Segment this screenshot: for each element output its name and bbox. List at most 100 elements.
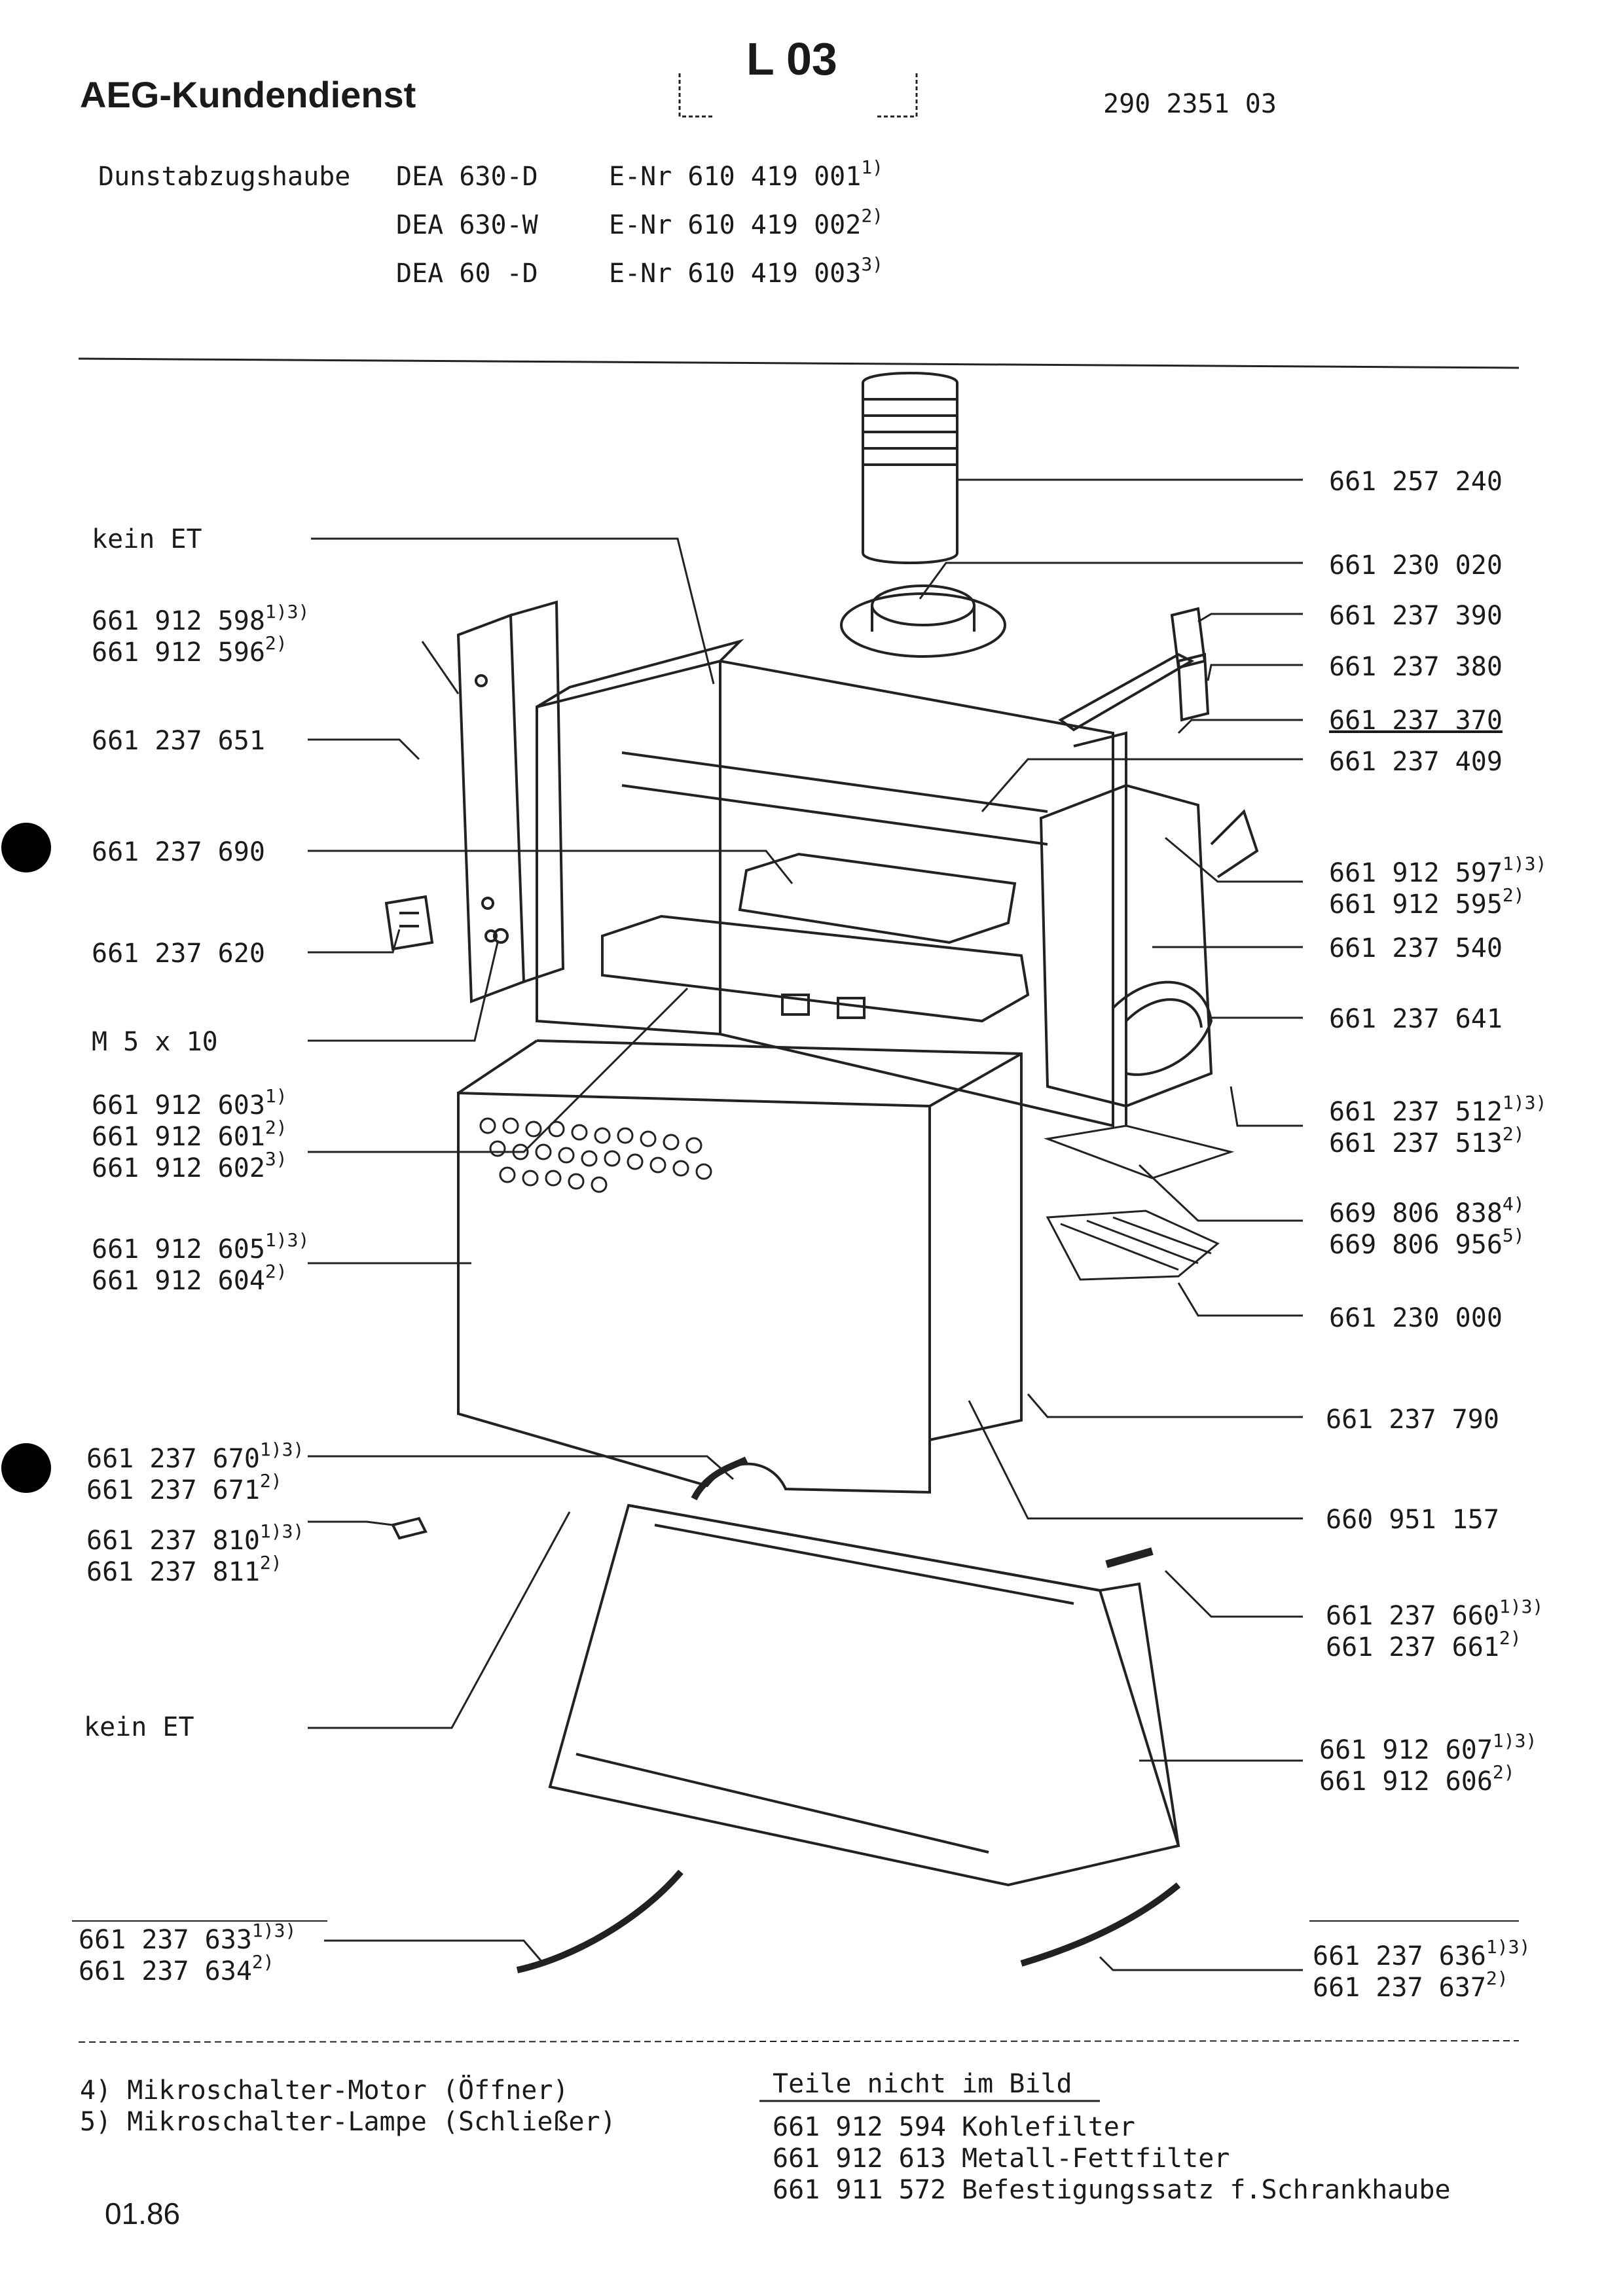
left-side-panel: [456, 600, 565, 1003]
right-label: 661 237 5121)3) 661 237 5132): [1329, 1093, 1546, 1159]
model-note: 2): [861, 204, 884, 226]
right-label: 661 237 790: [1326, 1404, 1499, 1435]
part-number: 661 237 660: [1326, 1601, 1499, 1631]
left-label: kein ET: [92, 524, 202, 555]
model-row: Dunstabzugshaube DEA 630-D E-Nr 610 419 00…: [98, 158, 883, 209]
part-note: 2): [264, 632, 287, 654]
footnote: 5) Mikroschalter-Lampe (Schließer): [80, 2107, 616, 2137]
part-note: 2): [1486, 1967, 1508, 1989]
microswitch-box: [384, 895, 434, 951]
part-number: 661 912 604: [92, 1266, 265, 1296]
strip-bottom-left: [516, 1869, 684, 1973]
product-name: Dunstabzugshaube: [98, 162, 351, 192]
brand-title: AEG-Kundendienst: [80, 74, 416, 115]
part-note: 1)3): [264, 1229, 310, 1251]
model-name: DEA 60 -D: [396, 259, 538, 289]
left-label: 661 237 690: [92, 836, 265, 868]
sheet-code: L 03: [746, 33, 837, 84]
part-note: 2): [259, 1551, 282, 1573]
left-label: 661 237 8101)3) 661 237 8112): [86, 1522, 304, 1588]
parts-not-shown: Teile nicht im Bild 661 912 594 Kohlefil…: [773, 2068, 1451, 2206]
part-number: 661 237 409: [1329, 747, 1503, 777]
part-number: 669 806 838: [1329, 1198, 1503, 1229]
model-name: DEA 630-W: [396, 210, 538, 240]
parts-not-shown-heading: Teile nicht im Bild: [773, 2069, 1072, 2099]
footer-rule: [78, 2040, 1520, 2043]
part-number: 661 237 390: [1329, 601, 1503, 631]
hood-bottom: [548, 1503, 1180, 1887]
right-label: 661 237 6361)3) 661 237 6372): [1313, 1937, 1530, 2003]
part-note: 2): [251, 1950, 274, 1973]
e-number: E-Nr 610 419 003: [609, 259, 862, 289]
e-number: E-Nr 610 419 001: [609, 162, 862, 192]
part-number: 661 237 671: [86, 1475, 260, 1505]
part-number: 661 912 596: [92, 637, 265, 668]
part-note: 2): [1502, 884, 1525, 906]
sheet-bracket-left: [678, 73, 714, 118]
part-note: 2): [1499, 1626, 1522, 1649]
part-number: 661 237 512: [1329, 1097, 1503, 1127]
handle-left-top: [691, 1456, 748, 1501]
part-number: 661 237 370: [1329, 706, 1503, 736]
print-date: 01.86: [105, 2197, 181, 2231]
part-note: 1)3): [1499, 1595, 1544, 1617]
mounting-brackets: [1058, 607, 1210, 732]
doc-number: 290 2351 03: [1103, 89, 1277, 119]
part-note: 1)3): [264, 600, 310, 622]
part-number: 661 237 811: [86, 1557, 260, 1587]
part-number: 661 237 637: [1313, 1973, 1486, 2003]
left-label: 661 237 6701)3) 661 237 6712): [86, 1440, 304, 1506]
parts-not-shown-item: 661 912 613 Metall-Fettfilter: [773, 2144, 1230, 2174]
part-note: 2): [1492, 1761, 1515, 1783]
part-number: 661 237 651: [92, 726, 265, 756]
part-note: 2): [264, 1116, 287, 1138]
part-number: 661 237 636: [1313, 1941, 1486, 1971]
part-number: 661 237 540: [1329, 933, 1503, 963]
model-note: 1): [861, 156, 884, 178]
part-note: 5): [1502, 1224, 1525, 1246]
part-number: 661 237 513: [1329, 1128, 1503, 1158]
right-label: 661 237 641: [1329, 1003, 1503, 1035]
part-number: 661 237 690: [92, 837, 265, 867]
vent-holes: [479, 1117, 712, 1193]
part-number: 669 806 956: [1329, 1230, 1503, 1260]
part-number: 661 237 380: [1329, 652, 1503, 682]
model-name: DEA 630-D: [396, 162, 538, 192]
part-note: 1)3): [259, 1520, 304, 1542]
part-number: kein ET: [92, 524, 202, 554]
header-rule: [78, 357, 1520, 369]
part-number: 661 230 020: [1329, 550, 1503, 581]
part-note: 3): [264, 1147, 287, 1170]
right-label: 660 951 157: [1326, 1504, 1499, 1535]
part-number: 661 912 607: [1319, 1735, 1493, 1765]
part-note: 2): [259, 1469, 282, 1492]
parts-not-shown-item: 661 911 572 Befestigungssatz f.Schrankha…: [773, 2175, 1451, 2205]
front-panel: [457, 1039, 1023, 1494]
left-label: 661 912 6051)3) 661 912 6042): [92, 1230, 309, 1297]
left-label: 661 237 620: [92, 938, 265, 969]
model-list: Dunstabzugshaube DEA 630-D E-Nr 610 419 00…: [98, 158, 883, 306]
part-number: 661 237 790: [1326, 1405, 1499, 1435]
inner-plates: [601, 852, 1030, 1023]
part-number: M 5 x 10: [92, 1027, 218, 1057]
strip-bottom-right: [1020, 1882, 1181, 1967]
part-number: 661 912 595: [1329, 889, 1503, 920]
parts-not-shown-item: 661 912 594 Kohlefilter: [773, 2112, 1135, 2142]
part-note: 1)3): [1492, 1729, 1537, 1751]
part-note: 1)3): [1502, 852, 1547, 874]
part-number: 661 912 598: [92, 606, 265, 636]
right-label: 661 237 6601)3) 661 237 6612): [1326, 1597, 1543, 1663]
part-number: 661 257 240: [1329, 467, 1503, 497]
left-label: M 5 x 10: [92, 1026, 218, 1058]
part-number: 661 237 634: [79, 1956, 252, 1986]
part-number: 661 912 601: [92, 1122, 265, 1152]
right-label: 661 230 020: [1329, 550, 1503, 581]
housing-frame: [536, 639, 1127, 1128]
sheet-bracket-right: [877, 73, 918, 118]
part-number: 661 912 603: [92, 1090, 265, 1121]
part-note: 1)3): [259, 1438, 304, 1460]
